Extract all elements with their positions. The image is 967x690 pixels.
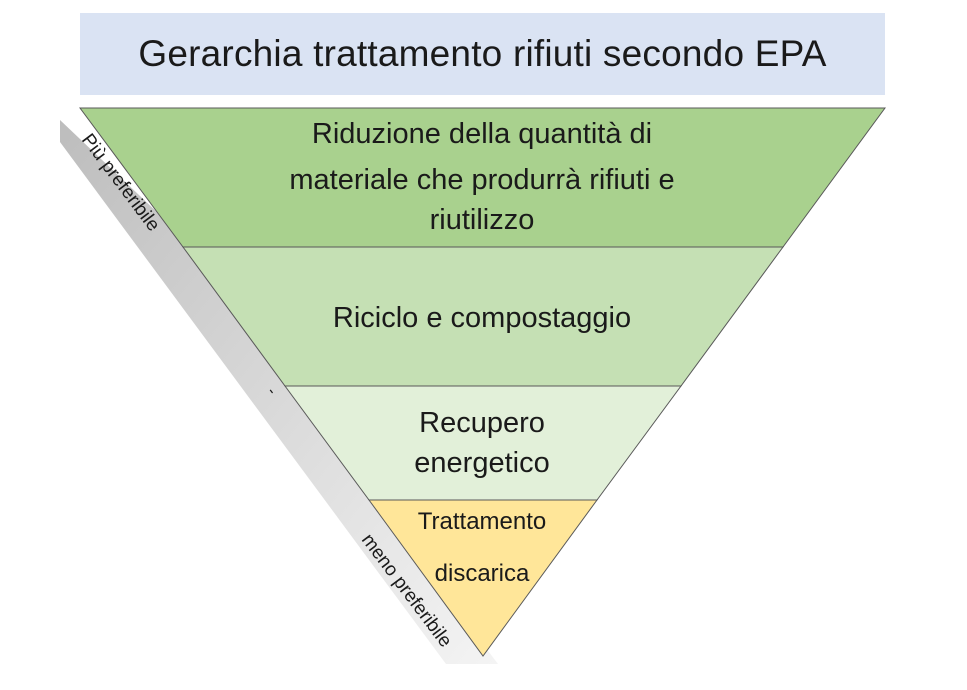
level-4-line-1: Trattamento bbox=[418, 508, 547, 535]
level-4-shape bbox=[368, 499, 598, 657]
preference-arrow-band bbox=[60, 120, 498, 664]
level-4-line-2: discarica bbox=[435, 560, 530, 587]
diagram-title: Gerarchia trattamento rifiuti secondo EP… bbox=[138, 33, 827, 74]
level-3-line-2: energetico bbox=[414, 447, 549, 479]
level-1-line-2: materiale che produrrà rifiuti e bbox=[289, 164, 674, 196]
level-1-line-1: Riduzione della quantità di bbox=[312, 118, 652, 150]
level-3-line-1: Recupero bbox=[419, 407, 545, 439]
title-banner: Gerarchia trattamento rifiuti secondo EP… bbox=[80, 13, 885, 95]
level-2-line-1: Riciclo e compostaggio bbox=[333, 302, 631, 334]
level-1-line-3: riutilizzo bbox=[430, 204, 535, 236]
